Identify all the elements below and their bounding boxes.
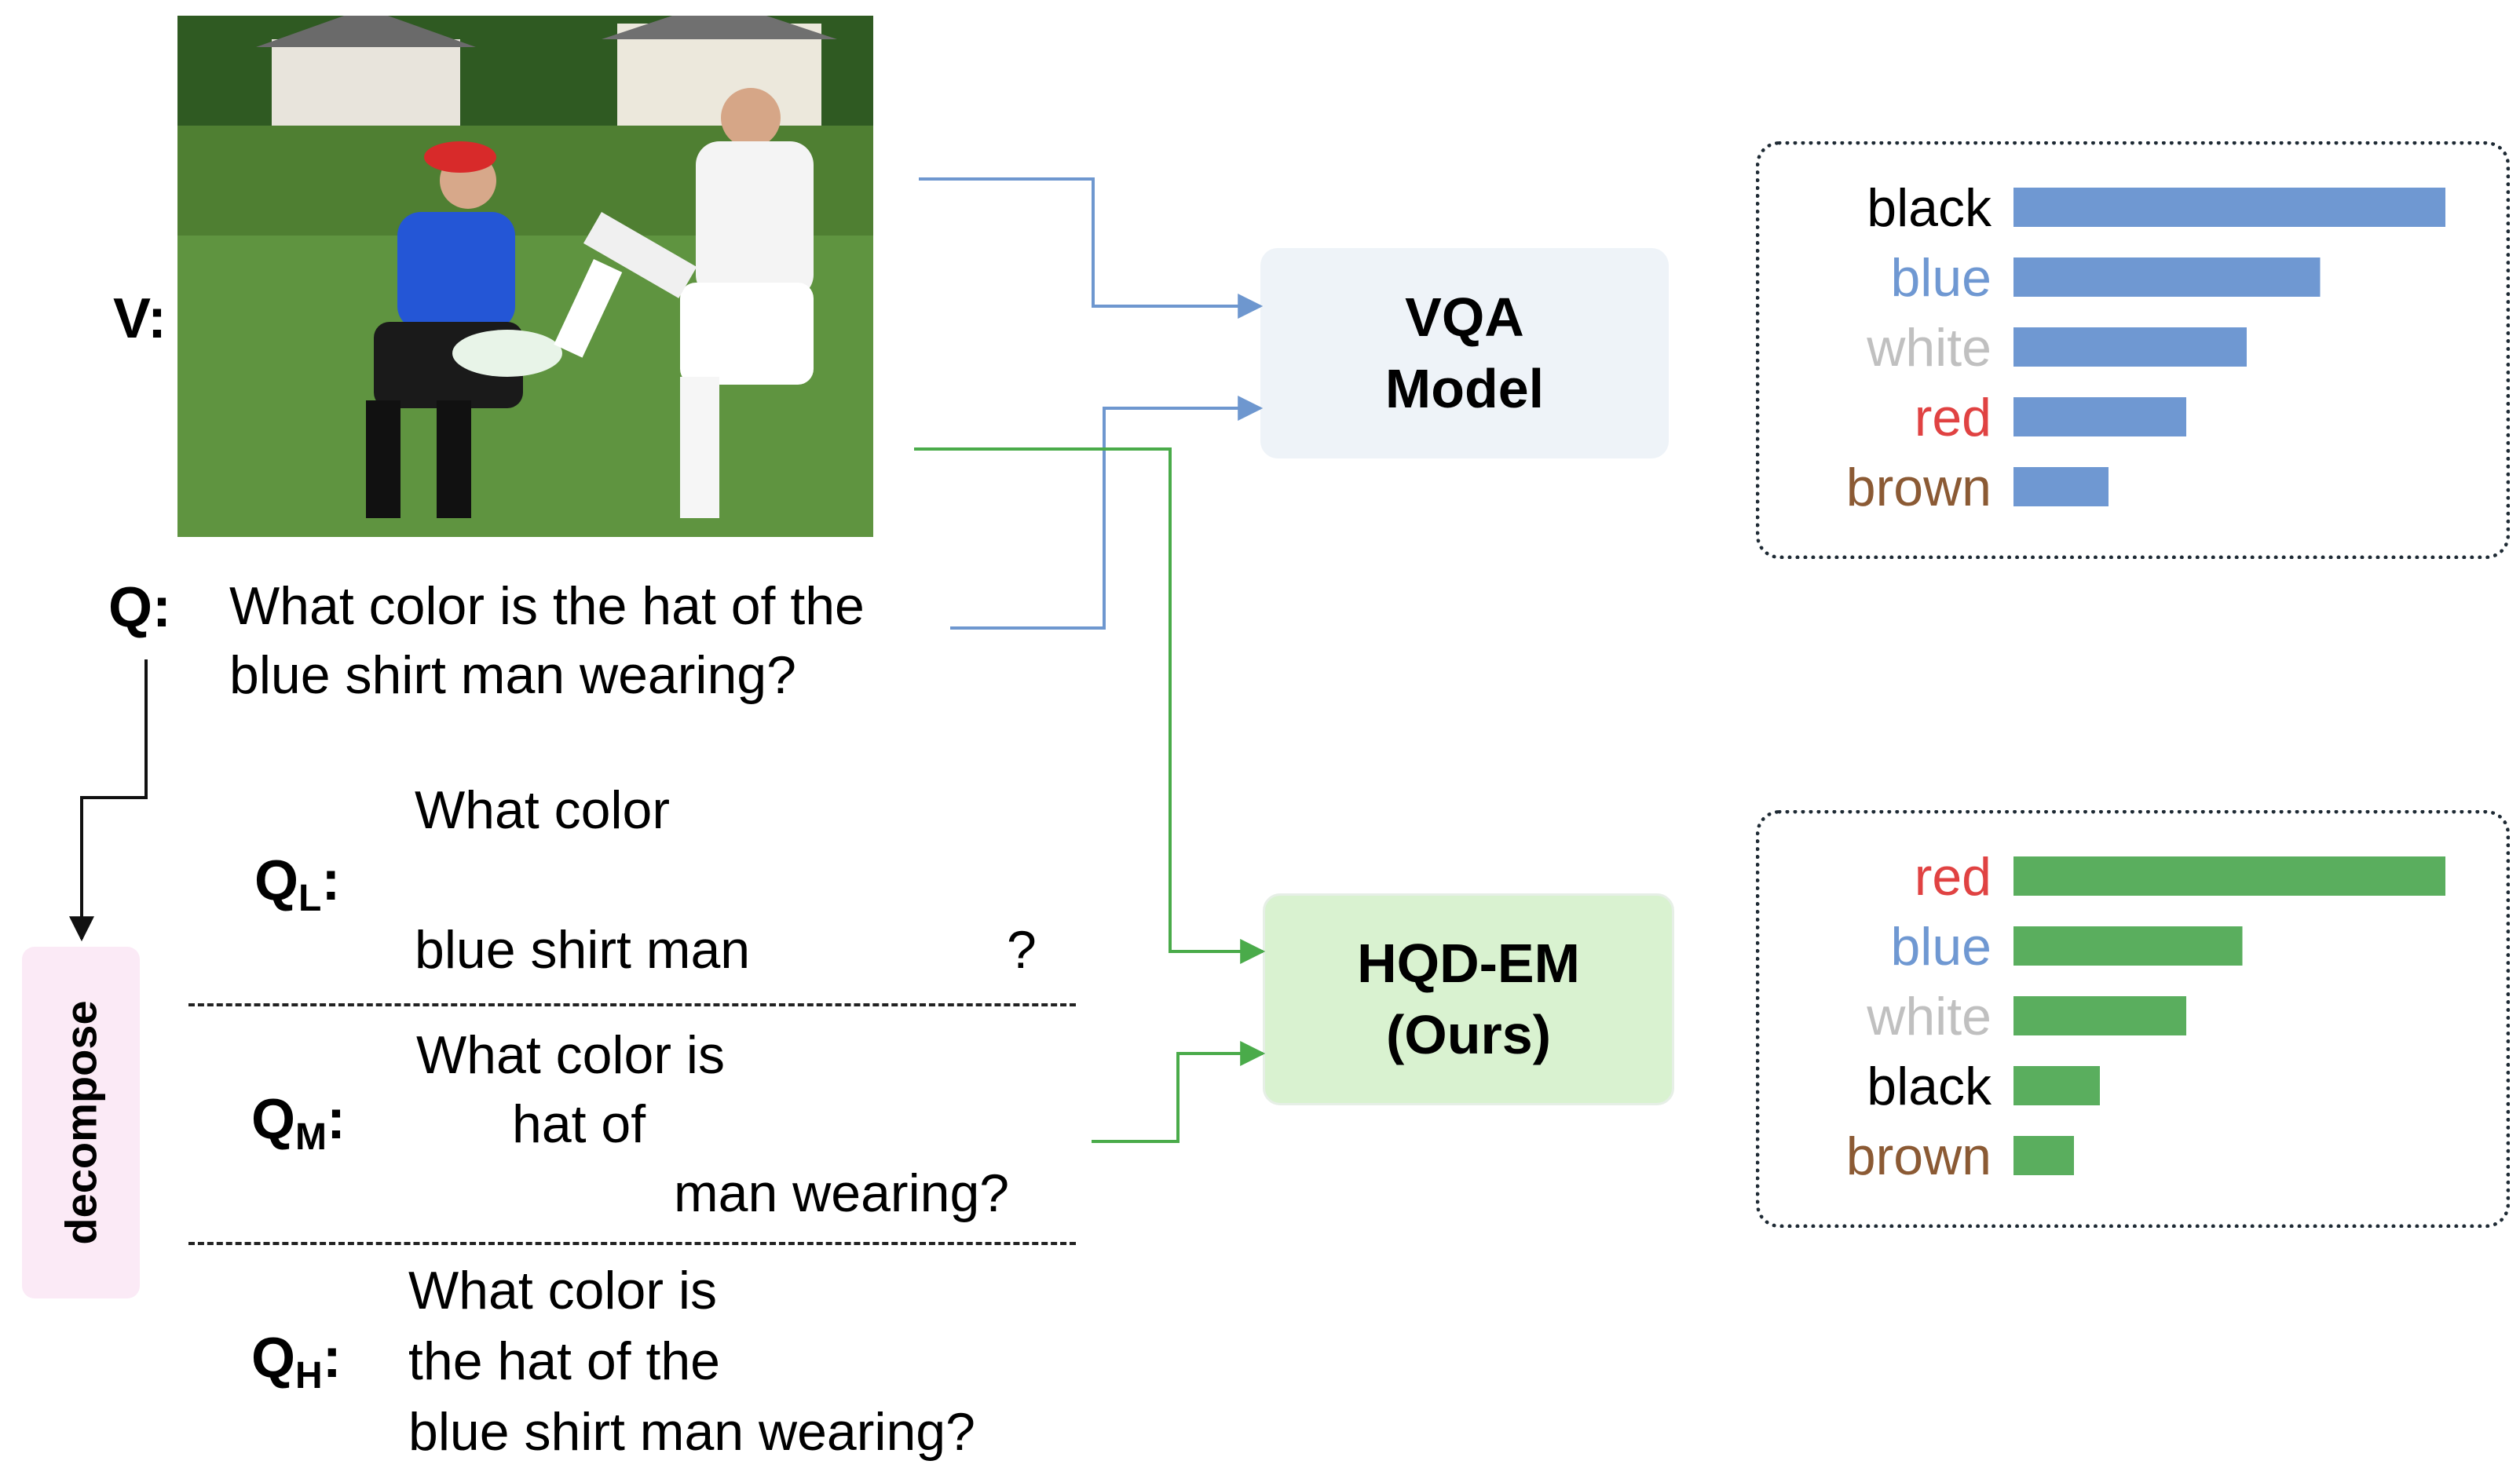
label-v: V: <box>113 287 167 350</box>
vqa-title-line-1: VQA <box>1405 287 1524 348</box>
qh-line-1: What color is <box>408 1261 717 1320</box>
soccer-photo <box>177 16 873 537</box>
vqa-label-white: white <box>1866 318 1991 378</box>
arrow-image-to-vqa <box>919 177 1264 319</box>
hqd-label-black: black <box>1867 1057 1992 1116</box>
vqa-bar-black <box>2013 188 2445 227</box>
qm-line-1: What color is <box>416 1025 725 1085</box>
arrow-qm-to-hqd <box>1092 1041 1266 1143</box>
vqa-bar-blue <box>2013 257 2321 297</box>
vqa-label-brown: brown <box>1846 458 1991 517</box>
hqd-bar-red <box>2013 856 2445 896</box>
input-image <box>177 16 873 537</box>
hqd-title-line-1: HQD-EM <box>1357 933 1580 994</box>
label-qh: QH: <box>251 1327 342 1397</box>
hqd-label-white: white <box>1866 987 1991 1046</box>
arrow-q-to-decompose <box>69 659 148 942</box>
qh-line-2: the hat of the <box>408 1331 720 1391</box>
vqa-bar-red <box>2013 397 2186 436</box>
vqa-bar-white <box>2013 327 2247 367</box>
qm-line-3: man wearing? <box>674 1163 1010 1223</box>
label-q: Q: <box>108 576 171 639</box>
arrow-image-to-hqd <box>914 447 1266 964</box>
hqd-label-red: red <box>1915 847 1991 907</box>
hqd-label-brown: brown <box>1846 1127 1991 1186</box>
hqd-em-box: HQD-EM (Ours) <box>1263 893 1674 1105</box>
hqd-label-blue: blue <box>1890 917 1991 977</box>
vqa-title-line-2: Model <box>1384 358 1545 419</box>
hqd-bar-brown <box>2013 1136 2074 1175</box>
ql-question-mark: ? <box>1007 920 1037 980</box>
label-ql: QL: <box>254 849 341 919</box>
ql-line-1: What color <box>415 780 670 840</box>
qm-line-2: hat of <box>512 1094 646 1154</box>
decompose-box: decompose <box>22 947 140 1298</box>
vqa-bar-brown <box>2013 467 2109 506</box>
vqa-label-black: black <box>1867 178 1992 238</box>
hqd-result-panel <box>1756 810 2510 1228</box>
divider-1 <box>188 1003 1076 1006</box>
hqd-bar-white <box>2013 996 2186 1035</box>
vqa-answer-chart: black blue white red brown <box>1846 178 2445 517</box>
divider-2 <box>188 1242 1076 1245</box>
qh-line-3: blue shirt man wearing? <box>408 1402 975 1462</box>
question-line-2: blue shirt man wearing? <box>229 645 796 705</box>
vqa-result-panel <box>1756 141 2510 559</box>
vqa-model-box: VQA Model <box>1260 248 1669 458</box>
ql-line-2: blue shirt man <box>415 920 751 980</box>
vqa-label-red: red <box>1915 388 1991 447</box>
arrow-question-to-vqa <box>950 396 1264 630</box>
hqd-bar-black <box>2013 1066 2100 1105</box>
vqa-label-blue: blue <box>1890 248 1991 308</box>
hqd-title-line-2: (Ours) <box>1386 1004 1551 1065</box>
hqd-bar-blue <box>2013 926 2243 966</box>
label-qm: QM: <box>251 1088 346 1158</box>
hqd-answer-chart: red blue white black brown <box>1846 847 2445 1186</box>
question-line-1: What color is the hat of the <box>229 576 865 636</box>
